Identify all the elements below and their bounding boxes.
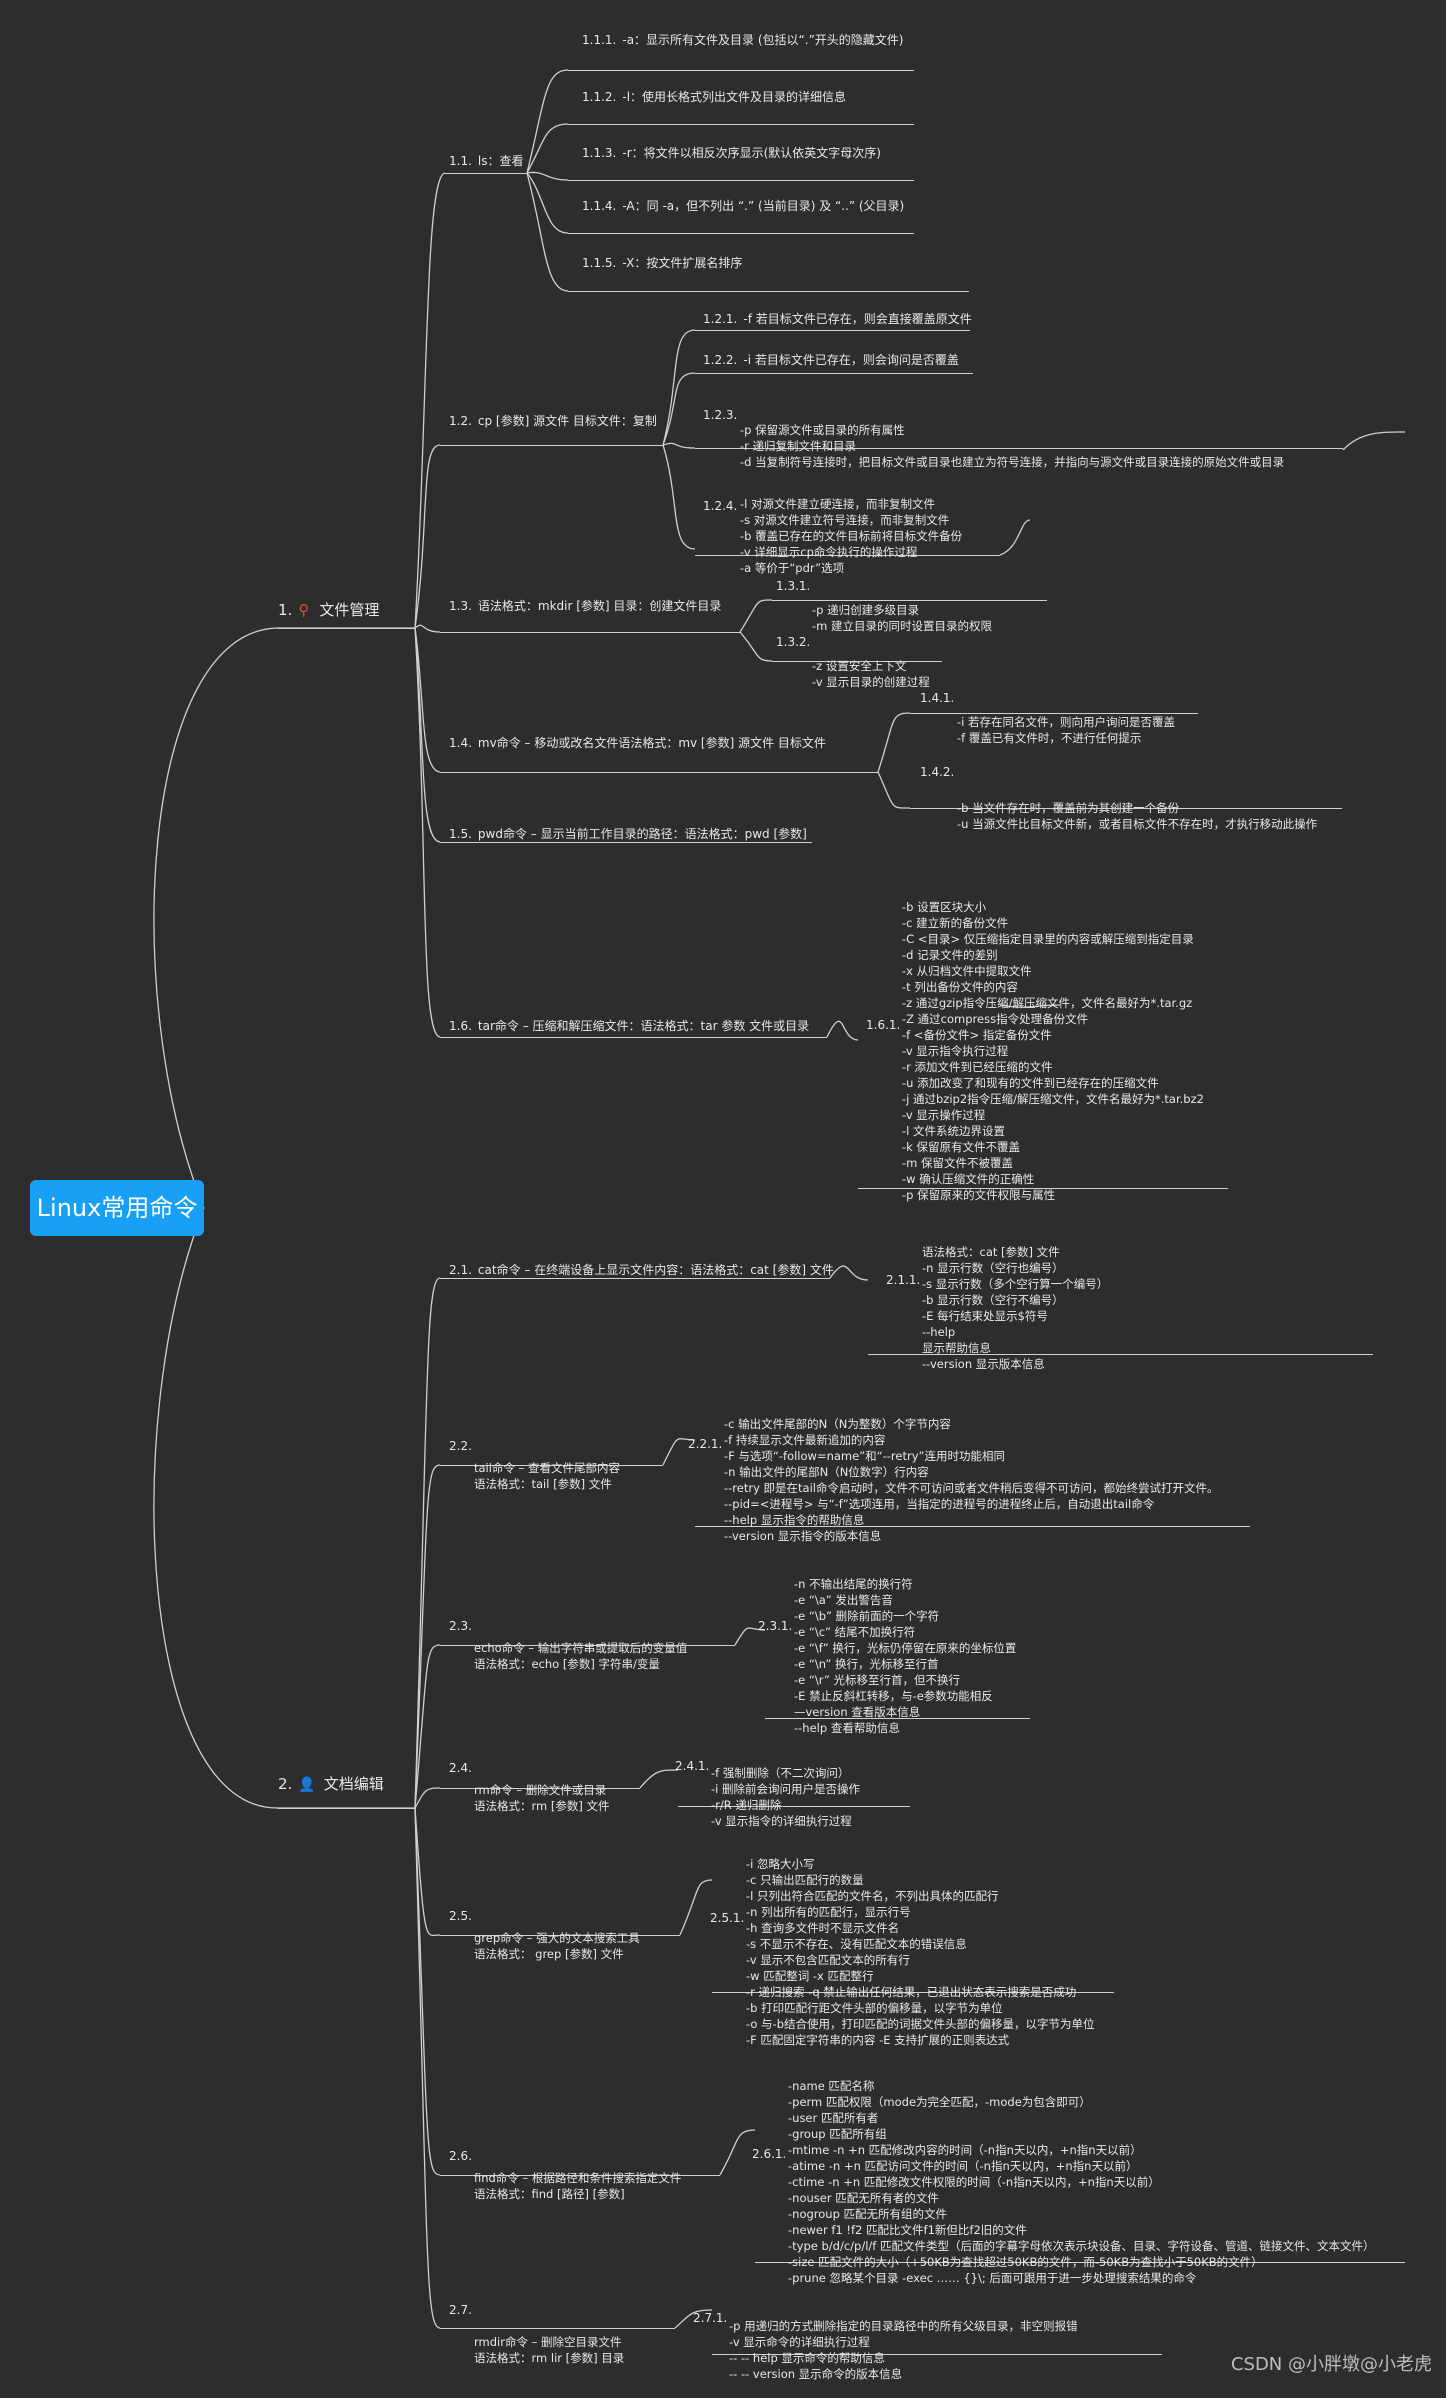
node-1-3-2-label[interactable]: 1.3.2. bbox=[776, 635, 811, 649]
node-2-5-1-list: -i 忽略大小写-c 只输出匹配行的数量-l 只列出符合匹配的文件名，不列出具体… bbox=[746, 1857, 1095, 2047]
node-1-1-5[interactable]: 1.1.5.-X：按文件扩展名排序 bbox=[582, 256, 743, 270]
node-2-1-1-list: 语法格式：cat [参数] 文件-n 显示行数（空行也编号）-s 显示行数（多个… bbox=[922, 1245, 1109, 1371]
node-2-1-1-label[interactable]: 2.1.1. bbox=[886, 1273, 921, 1287]
topic-number: 1. bbox=[278, 601, 293, 619]
node-1-1-2[interactable]: 1.1.2.-l：使用长格式列出文件及目录的详细信息 bbox=[582, 90, 847, 104]
node-1-4-1-label[interactable]: 1.4.1. bbox=[920, 691, 955, 705]
node-1-6-1-list: -b 设置区块大小-c 建立新的备份文件-C <目录> 仅压缩指定目录里的内容或… bbox=[902, 900, 1204, 1202]
node-1-4-2-list: -b 当文件存在时，覆盖前为其创建一个备份-u 当源文件比目标文件新，或者目标文… bbox=[957, 801, 1318, 831]
node-1-6-1-label[interactable]: 1.6.1. bbox=[866, 1018, 901, 1032]
node-1-4[interactable]: 1.4.mv命令 – 移动或改名文件语法格式：mv [参数] 源文件 目标文件 bbox=[449, 736, 826, 750]
node-1-1-3[interactable]: 1.1.3.-r：将文件以相反次序显示(默认依英文字母次序) bbox=[582, 146, 881, 160]
node-2-7-1-list: -p 用递归的方式删除指定的目录路径中的所有父级目录，非空则报错-v 显示命令的… bbox=[729, 2319, 1078, 2381]
topic-title: 文件管理 bbox=[319, 601, 380, 619]
node-2-6-text: find命令 – 根据路径和条件搜索指定文件语法格式：find [路径] [参数… bbox=[474, 2171, 682, 2201]
node-2-6-label[interactable]: 2.6. bbox=[449, 2149, 472, 2163]
node-1-2[interactable]: 1.2.cp [参数] 源文件 目标文件：复制 bbox=[449, 414, 657, 428]
node-2-2-text: tail命令 – 查看文件尾部内容语法格式：tail [参数] 文件 bbox=[474, 1461, 621, 1491]
node-2-5-text: grep命令 – 强大的文本搜索工具语法格式： grep [参数] 文件 bbox=[474, 1931, 640, 1961]
node-1-5[interactable]: 1.5.pwd命令 – 显示当前工作目录的路径：语法格式：pwd [参数] bbox=[449, 827, 807, 841]
node-2-3-1-label[interactable]: 2.3.1. bbox=[758, 1619, 793, 1633]
topic-title: 文档编辑 bbox=[323, 1775, 384, 1793]
node-1-4-1-list: -i 若存在同名文件，则向用户询问是否覆盖-f 覆盖已有文件时，不进行任何提示 bbox=[957, 715, 1175, 745]
node-2-6-1-label[interactable]: 2.6.1. bbox=[752, 2147, 787, 2161]
node-1-4-2-label[interactable]: 1.4.2. bbox=[920, 765, 955, 779]
node-1-2-4-list: -l 对源文件建立硬连接，而非复制文件-s 对源文件建立符号连接，而非复制文件-… bbox=[740, 497, 963, 575]
node-1-2-3-list: -p 保留源文件或目录的所有属性-r 递归复制文件和目录-d 当复制符号连接时，… bbox=[740, 423, 1285, 469]
node-2-2-1-label[interactable]: 2.2.1. bbox=[688, 1437, 723, 1451]
node-2-7-text: rmdir命令 – 删除空目录文件语法格式：rm lir [参数] 目录 bbox=[474, 2335, 625, 2365]
node-1-3[interactable]: 1.3.语法格式：mkdir [参数] 目录：创建文件目录 bbox=[449, 599, 722, 613]
node-2-7-label[interactable]: 2.7. bbox=[449, 2303, 472, 2317]
node-2-6-1-list: -name 匹配名称-perm 匹配权限（mode为完全匹配，-mode为包含即… bbox=[788, 2079, 1375, 2285]
node-1-3-2-list: -z 设置安全上下文-v 显示目录的创建过程 bbox=[812, 659, 930, 689]
node-1-1[interactable]: 1.1.ls：查看 bbox=[449, 154, 524, 168]
node-1-6[interactable]: 1.6.tar命令 – 压缩和解压缩文件：语法格式：tar 参数 文件或目录 bbox=[449, 1019, 810, 1033]
topic-document-editing[interactable]: 2. 👤 文档编辑 bbox=[278, 1774, 384, 1795]
location-pin-icon: ⚲ bbox=[298, 601, 310, 619]
watermark: CSDN @小胖墩@小老虎 bbox=[1230, 2354, 1432, 2375]
topic-file-management[interactable]: 1. ⚲ 文件管理 bbox=[278, 600, 379, 620]
topic-number: 2. bbox=[278, 1775, 293, 1793]
node-1-1-1[interactable]: 1.1.1.-a：显示所有文件及目录 (包括以“.”开头的隐藏文件) bbox=[582, 33, 904, 47]
node-2-7-1-label[interactable]: 2.7.1. bbox=[693, 2311, 728, 2325]
node-1-2-1[interactable]: 1.2.1.-f 若目标文件已存在，则会直接覆盖原文件 bbox=[703, 312, 972, 326]
node-1-3-1-label[interactable]: 1.3.1. bbox=[776, 579, 811, 593]
root-topic[interactable]: Linux常用命令 bbox=[30, 1180, 204, 1236]
node-1-1-4[interactable]: 1.1.4.-A：同 -a，但不列出 “.” (当前目录) 及 “..” (父目… bbox=[582, 199, 905, 213]
node-2-4-1-list: -f 强制删除（不二次询问）-i 删除前会询问用户是否操作-r/R 递归删除-v… bbox=[711, 1766, 860, 1828]
node-2-2-1-list: -c 输出文件尾部的N（N为整数）个字节内容-f 持续显示文件最新追加的内容-F… bbox=[724, 1417, 1219, 1543]
node-2-4-1-label[interactable]: 2.4.1. bbox=[675, 1759, 710, 1773]
node-1-3-1-list: -p 递归创建多级目录-m 建立目录的同时设置目录的权限 bbox=[812, 603, 993, 633]
node-2-3-1-list: -n 不输出结尾的换行符-e “\a” 发出警告音-e “\b” 删除前面的一个… bbox=[794, 1577, 1017, 1735]
node-2-3-text: echo命令 – 输出字符串或提取后的变量值语法格式：echo [参数] 字符串… bbox=[474, 1641, 688, 1671]
node-2-2-label[interactable]: 2.2. bbox=[449, 1439, 472, 1453]
node-1-2-4-label[interactable]: 1.2.4. bbox=[703, 499, 738, 513]
node-1-2-2[interactable]: 1.2.2.-i 若目标文件已存在，则会询问是否覆盖 bbox=[703, 353, 959, 367]
node-2-4-text: rm命令 – 删除文件或目录语法格式：rm [参数] 文件 bbox=[474, 1783, 610, 1813]
node-2-5-1-label[interactable]: 2.5.1. bbox=[710, 1911, 745, 1925]
node-2-3-label[interactable]: 2.3. bbox=[449, 1619, 472, 1633]
node-1-2-3-label[interactable]: 1.2.3. bbox=[703, 408, 738, 422]
node-2-5-label[interactable]: 2.5. bbox=[449, 1909, 472, 1923]
node-2-1[interactable]: 2.1.cat命令 – 在终端设备上显示文件内容：语法格式：cat [参数] 文… bbox=[449, 1263, 834, 1277]
node-2-4-label[interactable]: 2.4. bbox=[449, 1761, 472, 1775]
person-icon: 👤 bbox=[298, 1777, 316, 1793]
